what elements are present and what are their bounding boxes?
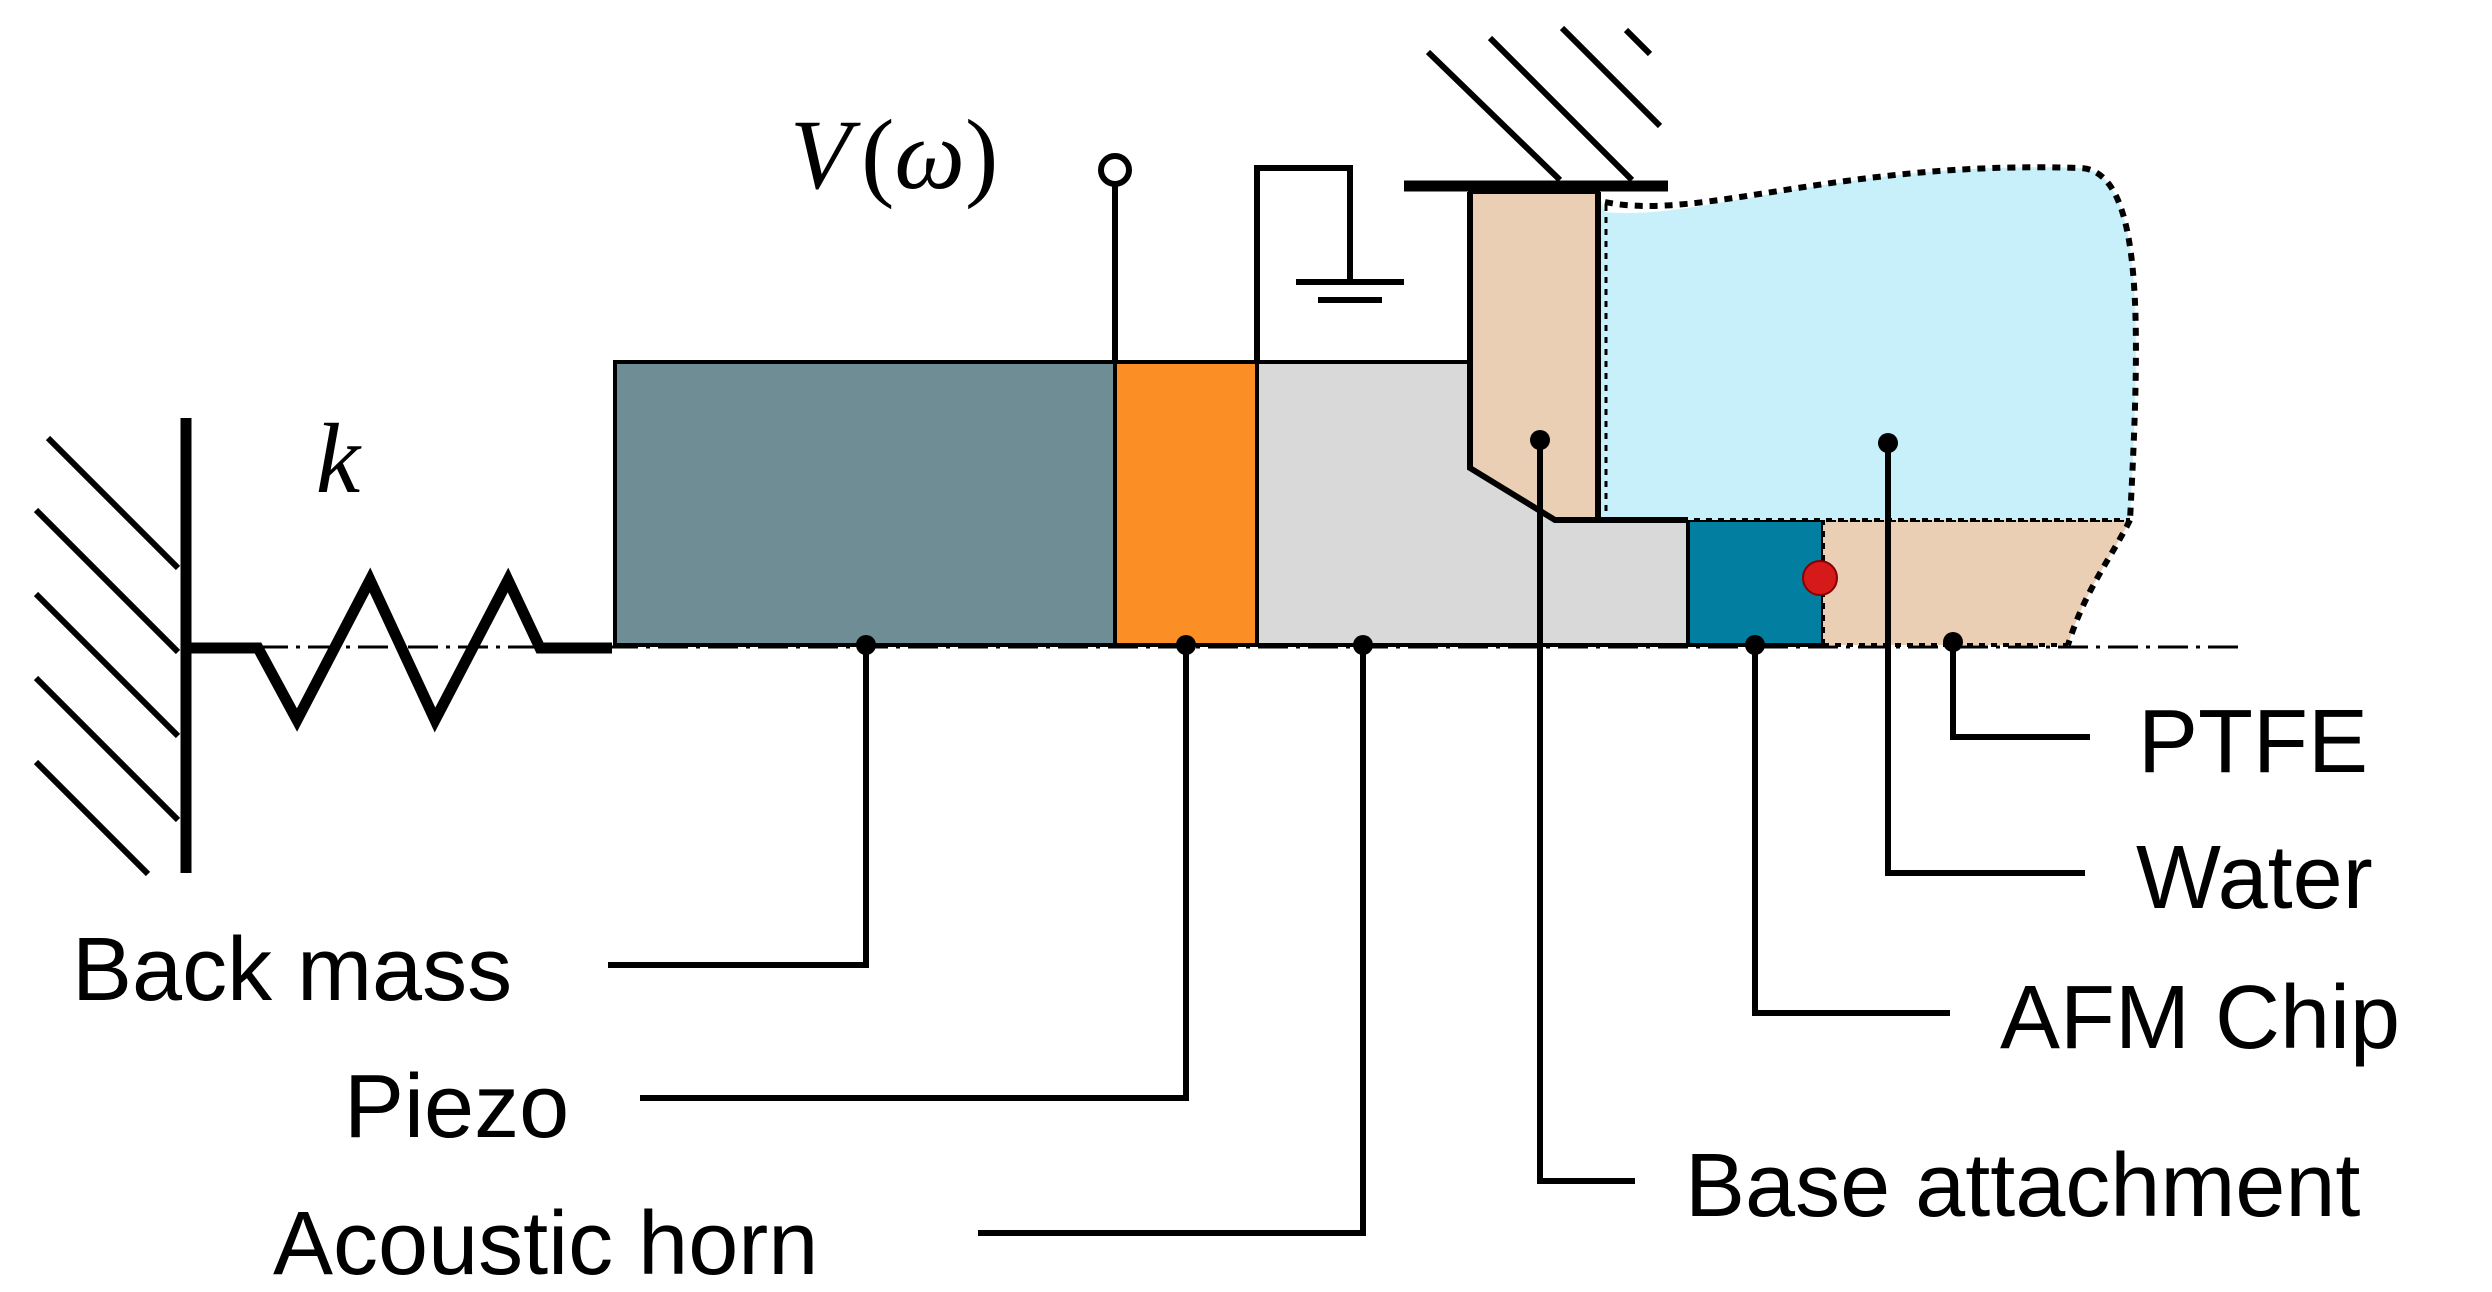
left-wall: [33, 418, 192, 877]
top-wall: [1404, 25, 1668, 192]
back-mass-block: [613, 360, 1117, 647]
base-attachment-block: [1468, 190, 1600, 522]
piezo-block: [1113, 360, 1259, 647]
afm-chip-label: AFM Chip: [2000, 968, 2400, 1068]
afm-chip-block: [1686, 518, 1825, 647]
spring-constant-label: k: [316, 403, 362, 514]
base-attachment-label: Base attachment: [1685, 1136, 2360, 1236]
voltage-terminal: [1098, 153, 1132, 362]
spring: [186, 567, 612, 733]
voltage-label: V(ω): [790, 99, 998, 210]
water-region: [1598, 167, 2136, 521]
ptfe-lower-region: [1823, 520, 2130, 645]
sample-point-marker: [1802, 560, 1838, 596]
back-mass-label: Back mass: [72, 920, 512, 1020]
ground-icon: [1254, 165, 1404, 362]
water-label: Water: [2136, 828, 2373, 928]
acoustic-horn-label: Acoustic horn: [273, 1194, 818, 1292]
piezo-label: Piezo: [344, 1057, 569, 1157]
ptfe-label: PTFE: [2138, 692, 2368, 792]
leader-lines: [608, 430, 2090, 1236]
